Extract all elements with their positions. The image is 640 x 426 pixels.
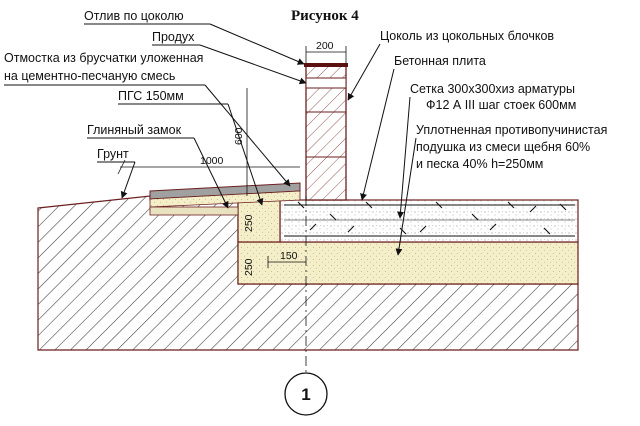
drip-plate	[304, 63, 348, 67]
label-vent: Продух	[152, 30, 195, 44]
axis-marker: 1	[301, 385, 310, 404]
clay-lock	[149, 206, 239, 216]
plinth-joints	[306, 111, 346, 158]
label-soil: Грунт	[97, 147, 129, 161]
label-plinth: Цоколь из цокольных блочков	[380, 29, 554, 43]
dim-slab-thickness: 250	[243, 214, 255, 232]
svg-text:150: 150	[280, 250, 298, 262]
dim-plinth-height: 600	[233, 88, 248, 196]
paving-sand	[149, 190, 301, 208]
dim-cushion-thickness: 250	[243, 258, 255, 276]
rebar-mesh	[284, 201, 575, 237]
dim-paving-width: 1000	[117, 155, 300, 175]
label-cushion-line2: подушка из смеси щебня 60%	[416, 140, 590, 154]
dim-overhang: 150	[267, 250, 306, 268]
label-cushion-line3: и песка 40% h=250мм	[416, 157, 543, 171]
label-mesh-line1: Сетка 300х300хиз арматуры	[410, 82, 575, 96]
vent-opening	[305, 77, 347, 89]
label-mesh-line2: Ф12 А III шаг стоек 600мм	[426, 98, 576, 112]
svg-text:200: 200	[316, 40, 334, 52]
svg-text:250: 250	[243, 214, 255, 232]
dim-plinth-width: 200	[305, 40, 347, 63]
cushion-layer	[237, 241, 579, 285]
axis-circle	[284, 372, 328, 416]
svg-text:1000: 1000	[200, 155, 224, 167]
label-paving-line2: на цементно-песчаную смесь	[4, 69, 175, 83]
figure-title: Рисунок 4	[291, 8, 359, 24]
label-clay-lock: Глиняный замок	[87, 123, 182, 137]
svg-text:250: 250	[243, 258, 255, 276]
label-gravel: ПГС 150мм	[118, 89, 184, 103]
label-drip: Отлив по цоколю	[84, 9, 184, 23]
label-cushion-line1: Уплотненная противопучинистая	[416, 123, 607, 137]
label-paving-line1: Отмостка из брусчатки уложенная	[4, 51, 203, 65]
label-slab: Бетонная плита	[394, 54, 486, 68]
